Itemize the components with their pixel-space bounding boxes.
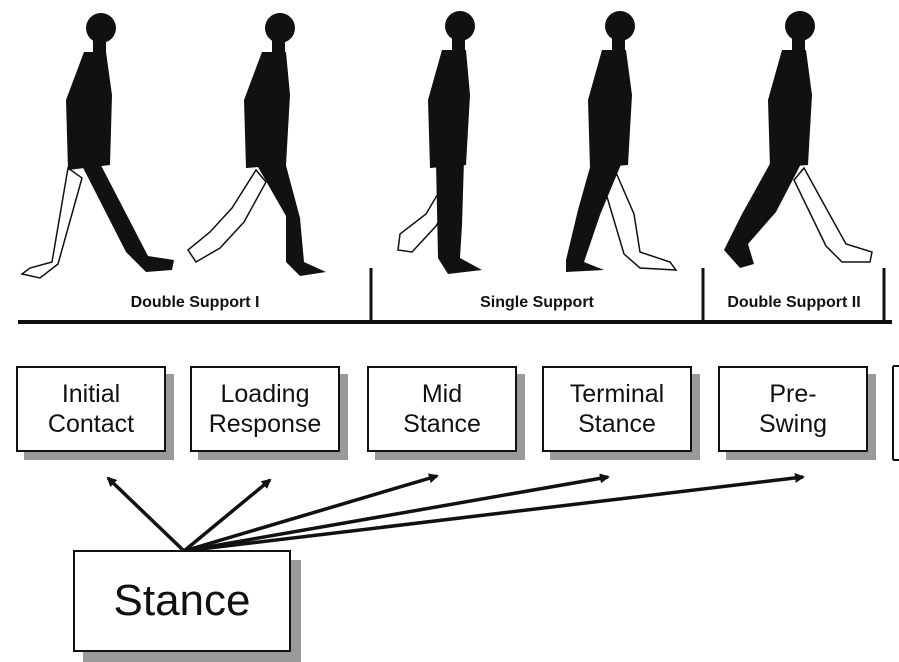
phase-label-line2: Stance: [578, 410, 656, 438]
support-label-double-support-1: Double Support I: [130, 294, 260, 311]
walking-figure-terminal-stance: [566, 11, 678, 272]
arrow-to-loading-response: [182, 478, 272, 553]
support-label-single-support: Single Support: [480, 294, 594, 311]
walking-figure-mid-stance: [397, 11, 482, 274]
phase-label-line2: Stance: [403, 410, 481, 438]
arrow-to-mid-stance: [183, 473, 439, 553]
phase-label-line1: Terminal: [569, 379, 665, 408]
phase-label-line2: Contact: [47, 410, 135, 438]
phase-label-line2: Swing: [758, 410, 828, 438]
arrow-to-terminal-stance: [183, 473, 610, 553]
stance-box: Stance: [73, 550, 291, 652]
walking-figure-loading-response: [186, 13, 326, 276]
cropped-phase-box: [892, 365, 899, 461]
phase-box-terminal-stance: Terminal Stance: [542, 366, 692, 452]
phase-label-line2: Response: [208, 410, 322, 438]
phase-label-line1: Pre-: [769, 379, 817, 408]
walking-figure-initial-contact: [20, 13, 174, 279]
phase-label-line1: Initial: [61, 379, 121, 408]
phase-label-line1: Mid: [421, 379, 463, 408]
phase-box-pre-swing: Pre- Swing: [718, 366, 868, 452]
phase-label-line1: Loading: [220, 379, 310, 408]
arrow-to-pre-swing: [183, 472, 805, 553]
phase-box-mid-stance: Mid Stance: [367, 366, 517, 452]
phase-box-initial-contact: Initial Contact: [16, 366, 166, 452]
arrow-to-initial-contact: [106, 476, 186, 553]
walking-figure-pre-swing: [724, 11, 873, 268]
phase-box-loading-response: Loading Response: [190, 366, 340, 452]
support-label-double-support-2: Double Support II: [727, 294, 861, 311]
